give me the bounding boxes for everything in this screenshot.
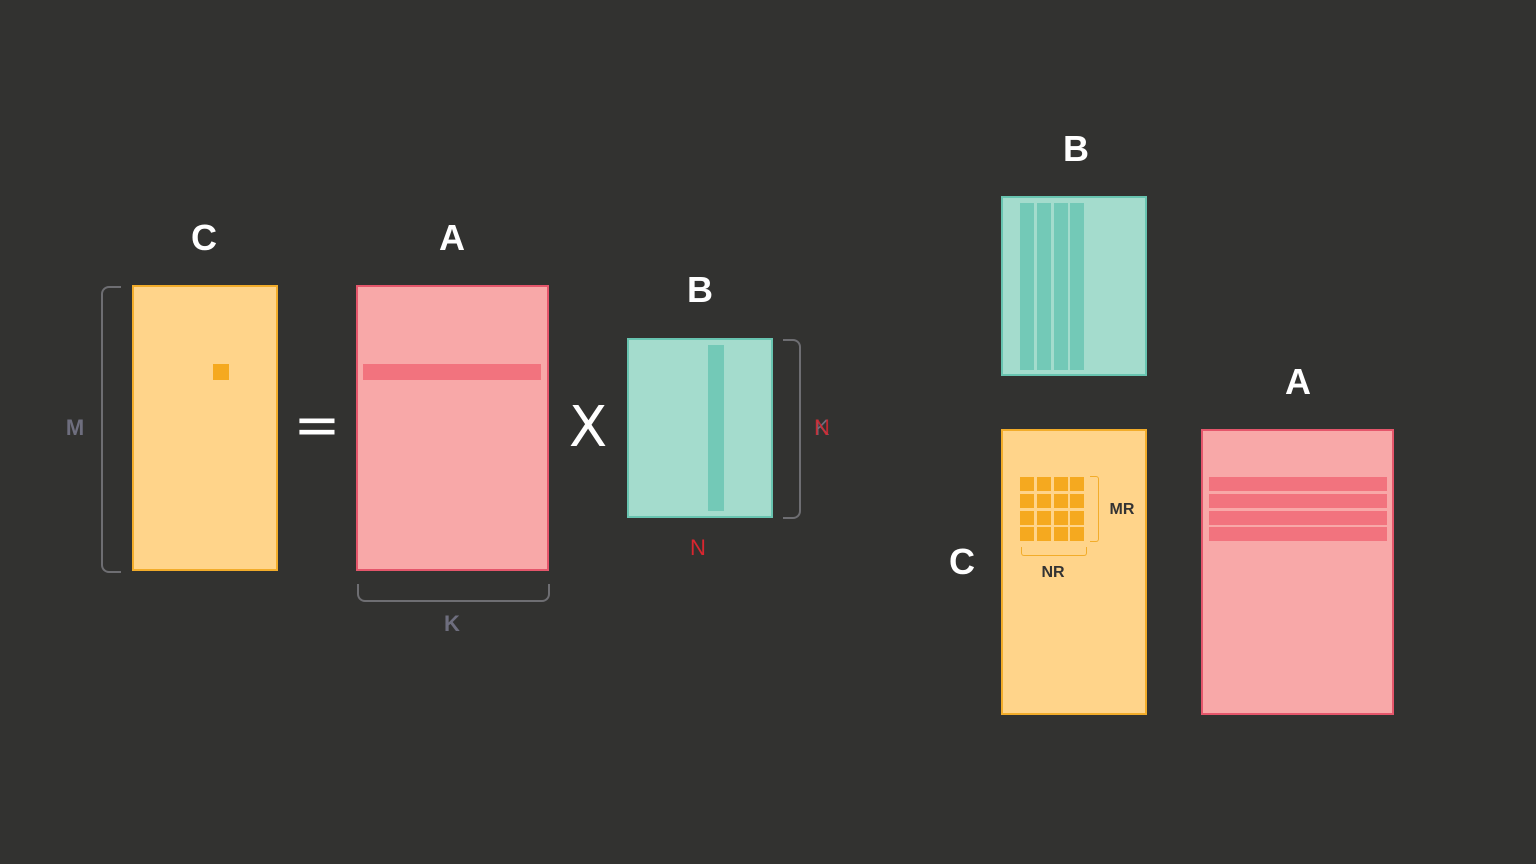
packed-a-row — [1209, 527, 1387, 541]
micro-tile-cell — [1054, 477, 1068, 491]
micro-tile-cell — [1037, 477, 1051, 491]
micro-tile-cell — [1070, 494, 1084, 508]
micro-tile-cell — [1070, 477, 1084, 491]
n-dimension-label: N — [690, 535, 706, 560]
matrix-c-title: C — [191, 217, 217, 258]
mr-label: MR — [1109, 501, 1135, 518]
times-sign: X — [568, 395, 608, 460]
n-dimension-label-overlap: N — [814, 415, 830, 440]
micro-tile-cell — [1020, 527, 1034, 541]
m-dimension-brace — [101, 286, 121, 573]
micro-tile-cell — [1037, 511, 1051, 525]
packed-b-column — [1020, 203, 1034, 370]
packed-a-title: A — [1285, 361, 1311, 402]
packed-b-title: B — [1063, 128, 1089, 169]
packed-matrix-a — [1201, 429, 1394, 715]
a-row — [363, 364, 541, 380]
packed-matrix-b — [1001, 196, 1147, 376]
equals-sign: = — [293, 393, 341, 458]
micro-tile-cell — [1054, 527, 1068, 541]
micro-tile-cell — [1054, 511, 1068, 525]
k-dimension-label: K — [444, 611, 460, 636]
micro-tile-cell — [1037, 494, 1051, 508]
b-dimension-brace — [783, 339, 801, 519]
packed-a-row — [1209, 477, 1387, 491]
matrix-b — [627, 338, 773, 518]
micro-tile-cell — [1070, 511, 1084, 525]
c-element — [213, 364, 229, 380]
packed-b-column — [1070, 203, 1084, 370]
packed-a-row — [1209, 511, 1387, 525]
packed-b-column — [1054, 203, 1068, 370]
packed-a-row — [1209, 494, 1387, 508]
m-dimension-label: M — [65, 415, 85, 440]
k-dimension-brace — [357, 584, 550, 602]
packed-c-title: C — [949, 541, 975, 582]
packed-matrix-c — [1001, 429, 1147, 715]
nr-label: NR — [1041, 564, 1065, 581]
matrix-a — [356, 285, 549, 571]
micro-tile-cell — [1037, 527, 1051, 541]
micro-tile-cell — [1054, 494, 1068, 508]
matrix-c — [132, 285, 278, 571]
micro-tile-cell — [1020, 477, 1034, 491]
matrix-b-title: B — [687, 269, 713, 310]
packed-b-column — [1037, 203, 1051, 370]
micro-tile-cell — [1020, 511, 1034, 525]
nr-brace — [1021, 547, 1087, 556]
micro-tile-cell — [1020, 494, 1034, 508]
mr-brace — [1090, 476, 1099, 542]
micro-tile-cell — [1070, 527, 1084, 541]
matrix-a-title: A — [439, 217, 465, 258]
k-dimension-label-overlap: K — [814, 415, 830, 440]
b-column — [708, 345, 724, 511]
